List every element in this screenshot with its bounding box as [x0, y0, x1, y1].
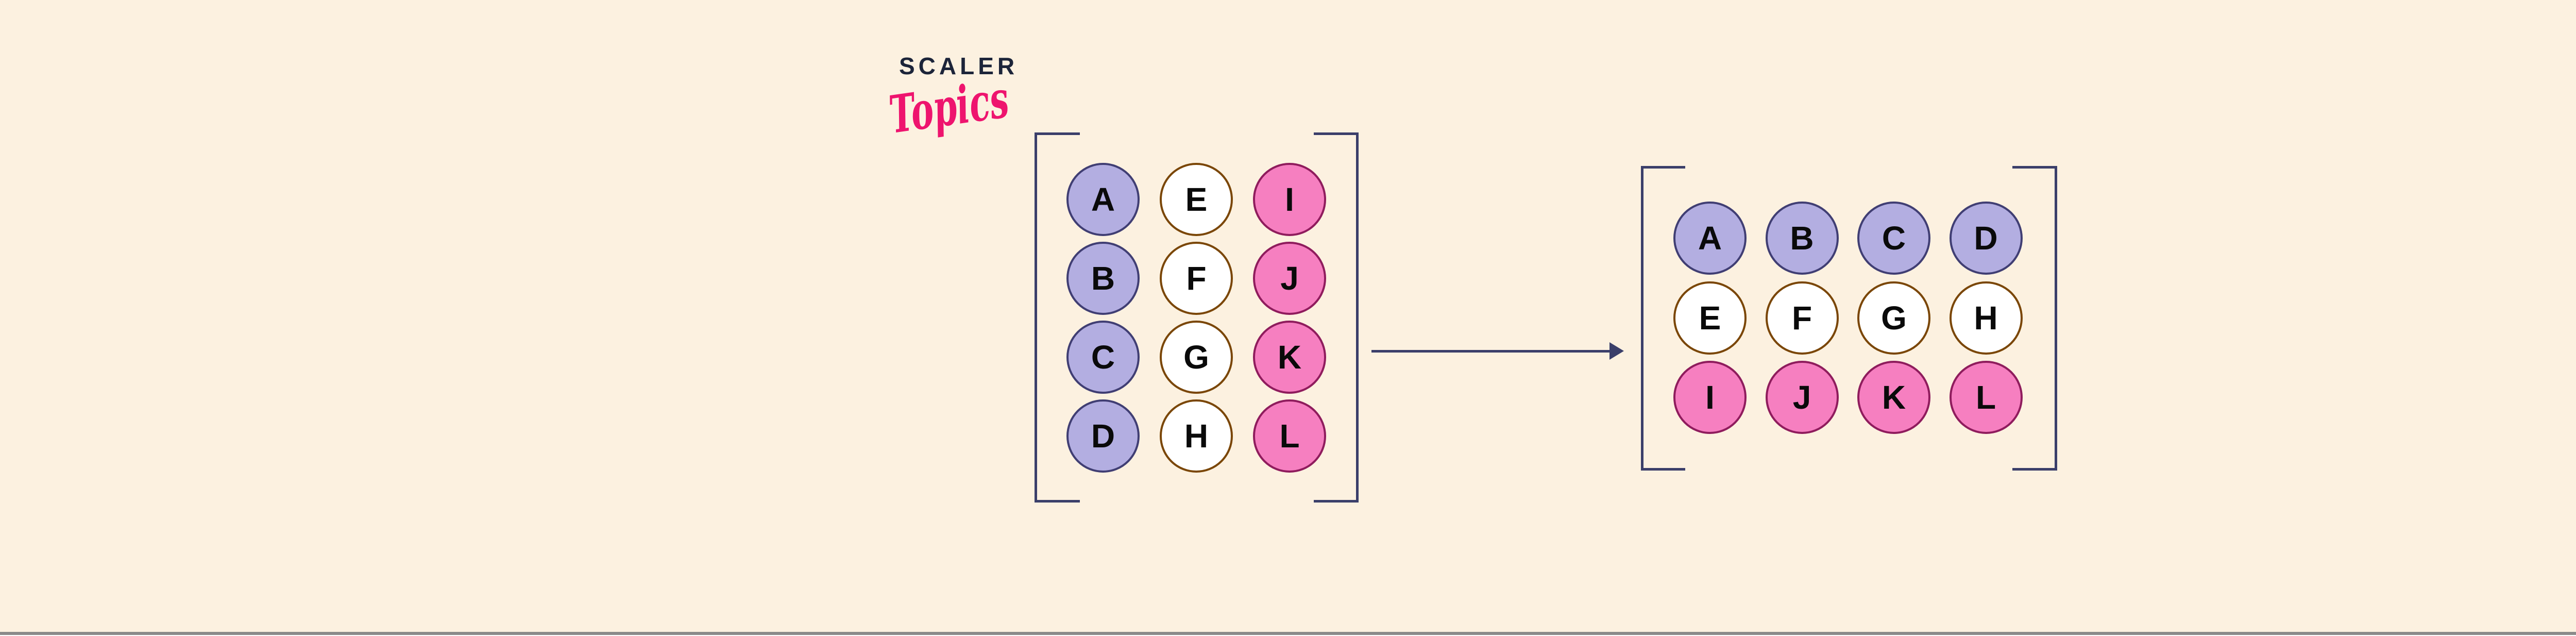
left-matrix-cell-B: B: [1066, 242, 1140, 315]
right-matrix-cell-E: E: [1673, 281, 1747, 355]
right-matrix-cell-K: K: [1857, 361, 1930, 434]
left-matrix-cell-D: D: [1066, 399, 1140, 473]
left-matrix-cell-G: G: [1160, 321, 1233, 394]
logo-script-graphic: Topics: [886, 69, 1012, 145]
left-matrix-cell-K: K: [1253, 321, 1326, 394]
right-matrix-cell-A: A: [1673, 202, 1747, 275]
bottom-edge-gap: [0, 635, 2576, 636]
right-matrix-cell-G: G: [1857, 281, 1930, 355]
right-matrix-cell-C: C: [1857, 202, 1930, 275]
left-matrix-cell-H: H: [1160, 399, 1233, 473]
transpose-arrow-head-icon: [1609, 342, 1624, 360]
bottom-edge-line: [0, 632, 2576, 635]
left-matrix-close-bracket: [1314, 132, 1359, 503]
right-matrix-open-bracket: [1641, 166, 1685, 471]
right-matrix-cell-D: D: [1949, 202, 2023, 275]
left-matrix-cell-E: E: [1160, 163, 1233, 236]
logo-script-text: Topics: [886, 69, 1012, 145]
right-matrix-cell-B: B: [1765, 202, 1839, 275]
right-matrix-cell-L: L: [1949, 361, 2023, 434]
transpose-arrow-line: [1371, 350, 1611, 353]
right-matrix-cell-F: F: [1765, 281, 1839, 355]
left-matrix-cell-A: A: [1066, 163, 1140, 236]
left-matrix-cell-L: L: [1253, 399, 1326, 473]
right-matrix-close-bracket: [2012, 166, 2057, 471]
scaler-topics-logo: SCALER Topics: [886, 49, 1036, 158]
left-matrix-cell-J: J: [1253, 242, 1326, 315]
right-matrix-cell-J: J: [1765, 361, 1839, 434]
right-matrix-cell-H: H: [1949, 281, 2023, 355]
left-matrix-cell-C: C: [1066, 321, 1140, 394]
left-matrix-cell-F: F: [1160, 242, 1233, 315]
right-matrix-cell-I: I: [1673, 361, 1747, 434]
logo-brand-text: SCALER: [899, 53, 1019, 79]
left-matrix-cell-I: I: [1253, 163, 1326, 236]
left-matrix-open-bracket: [1035, 132, 1080, 503]
